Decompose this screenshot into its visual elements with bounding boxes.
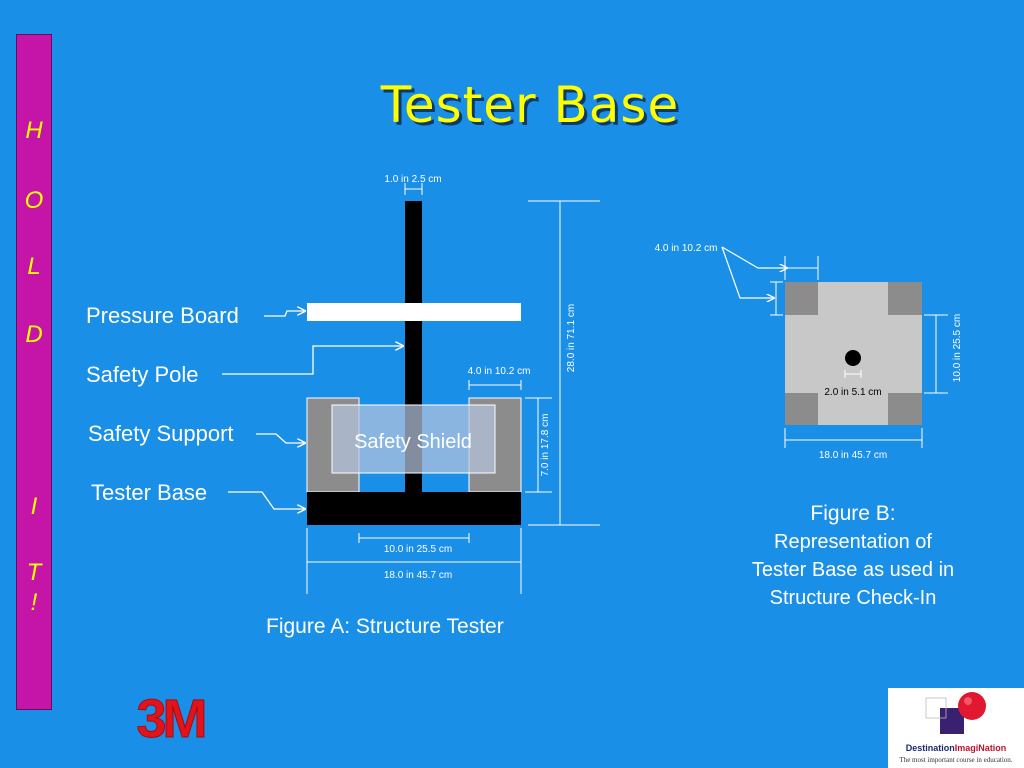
sidebar-letter: ! — [30, 589, 38, 616]
plate-width-label: 18.0 in 45.7 cm — [819, 450, 887, 461]
support-height-dimension — [525, 397, 552, 493]
sidebar-letter: O — [24, 187, 44, 214]
leader-lines — [222, 311, 403, 509]
support-height-label: 7.0 in 17.8 cm — [540, 414, 551, 477]
tester-base — [307, 492, 521, 525]
sidebar-letter: L — [27, 253, 41, 280]
corner-support-br — [888, 393, 922, 425]
di-logo-name-left: Destination — [905, 743, 955, 753]
tester-base-label: Tester Base — [91, 480, 208, 505]
corner-support-tl — [785, 282, 818, 315]
safety-pole-label: Safety Pole — [86, 362, 199, 387]
di-logo-tagline: The most important course in education. — [899, 756, 1013, 764]
safety-shield — [331, 404, 496, 474]
figure-b-dimensions — [770, 256, 948, 448]
pressure-board — [307, 303, 521, 321]
figure-b-caption-line: Representation of — [774, 531, 932, 553]
3m-logo-text: 3M — [136, 690, 204, 742]
base-width-dimension — [306, 528, 522, 594]
sidebar-letter: D — [25, 321, 43, 348]
di-logo-name-right: ImagiNation — [954, 743, 1007, 753]
corner-size-label: 4.0 in 10.2 cm — [655, 243, 718, 254]
corner-support-bl — [785, 393, 818, 425]
corner-support-tr — [888, 282, 922, 315]
di-logo-name: DestinationImagiNation — [888, 743, 1024, 753]
sidebar-letter: H — [25, 117, 43, 144]
base-width-label: 18.0 in 45.7 cm — [384, 570, 452, 581]
destination-imagination-logo: DestinationImagiNation The most importan… — [888, 688, 1024, 768]
figure-b-caption-line: Structure Check-In — [769, 587, 937, 609]
pole-width-dimension — [404, 183, 423, 195]
hole-label: 2.0 in 5.1 cm — [824, 387, 881, 398]
total-height-label: 28.0 in 71.1 cm — [566, 304, 577, 372]
sidebar-letter: I — [30, 493, 38, 520]
pressure-board-label: Pressure Board — [86, 303, 239, 328]
figure-b-caption: Figure B: Representation of Tester Base … — [730, 500, 976, 612]
support-width-label: 4.0 in 10.2 cm — [468, 366, 531, 377]
figure-a-caption: Figure A: Structure Tester — [266, 615, 504, 638]
3m-logo: 3M — [136, 690, 209, 742]
safety-support-label: Safety Support — [88, 421, 234, 446]
figure-b-leaders — [721, 246, 787, 298]
inner-width-dimension — [358, 533, 470, 543]
total-height-dimension — [528, 200, 600, 526]
figure-b-caption-line: Tester Base as used in — [751, 559, 955, 581]
di-logo-mark — [925, 692, 986, 734]
inner-width-label: 10.0 in 25.5 cm — [384, 544, 452, 555]
safety-shield-label: Safety Shield — [354, 431, 472, 453]
page-title: Tester Base — [380, 76, 680, 134]
support-width-dimension — [468, 380, 522, 390]
sidebar-letter: T — [26, 559, 42, 586]
pole-hole — [845, 350, 861, 366]
pole-width-label: 1.0 in 2.5 cm — [384, 174, 441, 185]
hold-it-sidebar: H O L D I T ! — [16, 34, 52, 710]
figure-b-caption-line: Figure B: — [810, 502, 896, 525]
inner-height-label: 10.0 in 25.5 cm — [952, 314, 963, 382]
